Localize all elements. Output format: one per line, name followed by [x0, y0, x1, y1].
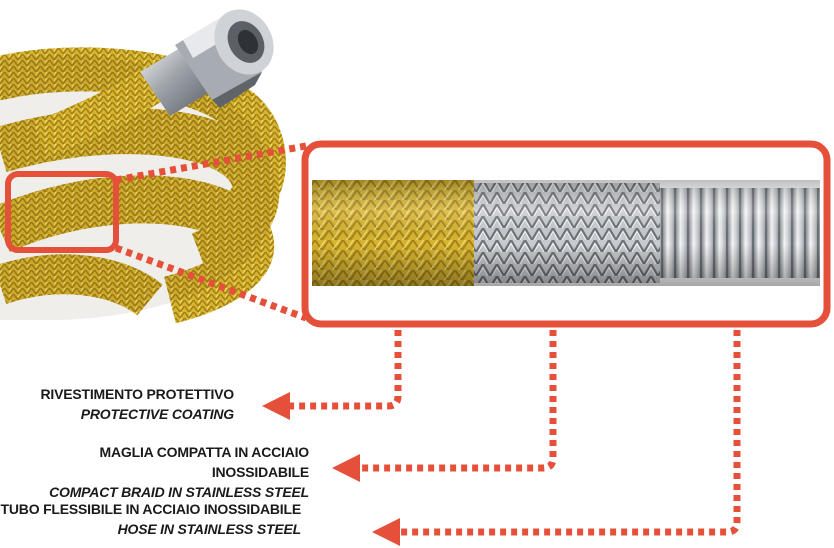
detail-frame	[301, 140, 831, 328]
label-it: RIVESTIMENTO PROTETTIVO	[40, 386, 235, 402]
label-it: MAGLIA COMPATTA IN ACCIAIO INOSSIDABILE	[99, 444, 310, 480]
arrowhead-1	[262, 392, 290, 420]
label-steel-tube: TUBO FLESSIBILE IN ACCIAIO INOSSIDABILE …	[0, 499, 302, 539]
connector-bottom	[114, 244, 308, 322]
label-steel-braid: MAGLIA COMPATTA IN ACCIAIO INOSSIDABILE …	[0, 442, 309, 502]
arrow-steel-braid	[360, 330, 557, 472]
coil-highlight-box	[5, 171, 119, 253]
hose-cutaway	[312, 180, 820, 286]
label-it: TUBO FLESSIBILE IN ACCIAIO INOSSIDABILE	[0, 501, 302, 517]
label-en: HOSE IN STAINLESS STEEL	[117, 521, 302, 537]
arrow-steel-tube	[400, 330, 741, 536]
label-en: PROTECTIVE COATING	[80, 406, 234, 422]
arrowhead-3	[372, 518, 400, 546]
label-en: COMPACT BRAID IN STAINLESS STEEL	[49, 484, 309, 500]
arrowhead-2	[332, 454, 360, 482]
coiled-hose	[0, 47, 286, 324]
hose-fitting	[140, 9, 274, 116]
label-protective-coating: RIVESTIMENTO PROTETTIVO PROTECTIVE COATI…	[41, 384, 235, 424]
arrow-protective-coating	[290, 330, 402, 410]
